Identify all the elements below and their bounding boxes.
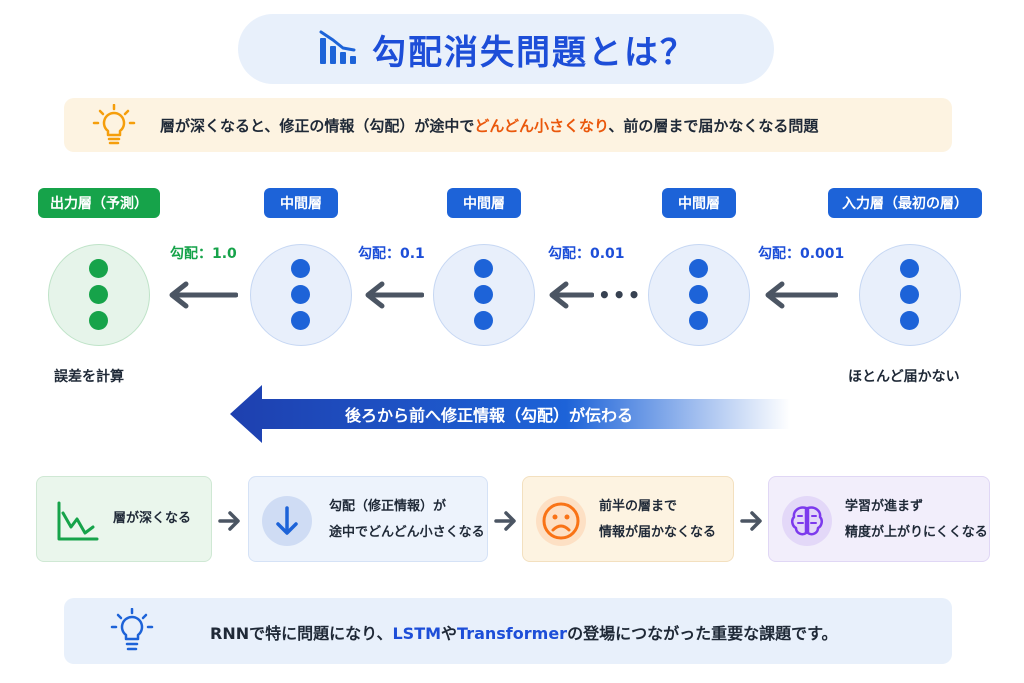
step-text: 途中でどんどん小さくなる — [329, 525, 485, 540]
neuron-dot — [689, 285, 708, 304]
neuron-dot — [900, 311, 919, 330]
neuron-dot — [474, 259, 493, 278]
badge-output-layer: 出力層（予測） — [38, 188, 160, 218]
hidden-layer-3-node — [648, 244, 750, 346]
ellipsis: ••• — [598, 283, 643, 307]
right-arrow-icon — [218, 511, 240, 531]
definition-text: 層が深くなると、修正の情報（勾配）が途中でどんどん小さくなり、前の層まで届かなく… — [160, 116, 819, 135]
bar-chart-icon — [316, 26, 358, 72]
left-arrow-icon — [169, 281, 238, 309]
step-text: 学習が進まず — [845, 499, 924, 514]
lightbulb-icon — [92, 103, 136, 150]
right-arrow-icon — [494, 511, 516, 531]
neuron-dot — [89, 259, 108, 278]
neuron-dot — [291, 285, 310, 304]
badge-hidden-layer-1: 中間層 — [264, 188, 338, 218]
neuron-dot — [474, 311, 493, 330]
badge-hidden-layer-3: 中間層 — [662, 188, 736, 218]
brain-icon — [781, 495, 833, 551]
neuron-dot — [291, 311, 310, 330]
input-layer-node — [859, 244, 961, 346]
neuron-dot — [900, 285, 919, 304]
declining-line-chart-icon — [55, 499, 99, 547]
definition-box: 層が深くなると、修正の情報（勾配）が途中でどんどん小さくなり、前の層まで届かなく… — [64, 98, 952, 152]
neuron-dot — [291, 259, 310, 278]
gradient-label-hidden-2: 勾配：0.01 — [548, 246, 625, 262]
output-layer-node — [48, 244, 150, 346]
neuron-dot — [689, 259, 708, 278]
step-box-shrinking-gradient: 勾配（修正情報）が 途中でどんどん小さくなる — [248, 476, 488, 562]
down-arrow-icon — [261, 495, 313, 551]
badge-input-layer: 入力層（最初の層） — [828, 188, 982, 218]
output-layer-caption: 誤差を計算 — [54, 369, 124, 385]
step-box-info-lost: 前半の層まで 情報が届かなくなる — [522, 476, 734, 562]
backprop-label: 後ろから前へ修正情報（勾配）が伝わる — [345, 406, 634, 425]
neuron-dot — [474, 285, 493, 304]
hidden-layer-2-node — [433, 244, 535, 346]
note-box: RNNで特に問題になり、LSTMやTransformerの登場につながった重要な… — [64, 598, 952, 664]
backprop-arrow — [230, 385, 790, 443]
page-title: 勾配消失問題とは？ — [372, 32, 696, 73]
lightbulb-icon — [110, 607, 154, 658]
gradient-label-hidden-1: 勾配：0.1 — [358, 246, 425, 262]
neuron-dot — [89, 311, 108, 330]
note-highlight-transformer: Transformer — [457, 624, 568, 643]
note-highlight-lstm: LSTM — [392, 624, 442, 643]
step-text: 精度が上がりにくくなる — [845, 525, 988, 540]
step-box-learning-stalls: 学習が進まず 精度が上がりにくくなる — [768, 476, 990, 562]
step-text: 情報が届かなくなる — [599, 525, 717, 540]
step-text: 層が深くなる — [113, 511, 192, 526]
step-text: 前半の層まで — [599, 499, 678, 514]
title-banner: 勾配消失問題とは？ — [238, 14, 774, 84]
gradient-label-output: 勾配：1.0 — [170, 246, 237, 262]
left-arrow-icon — [549, 281, 594, 309]
sad-face-icon — [535, 495, 587, 551]
right-arrow-icon — [740, 511, 762, 531]
left-arrow-icon — [765, 281, 838, 309]
neuron-dot — [89, 285, 108, 304]
definition-highlight: どんどん小さくなり — [474, 116, 609, 135]
step-text: 勾配（修正情報）が — [329, 499, 447, 514]
gradient-label-hidden-3: 勾配：0.001 — [758, 246, 845, 262]
step-box-deep-layers: 層が深くなる — [36, 476, 212, 562]
hidden-layer-1-node — [250, 244, 352, 346]
neuron-dot — [900, 259, 919, 278]
left-arrow-icon — [365, 281, 424, 309]
neuron-dot — [689, 311, 708, 330]
badge-hidden-layer-2: 中間層 — [447, 188, 521, 218]
note-text: RNNで特に問題になり、LSTMやTransformerの登場につながった重要な… — [210, 624, 838, 643]
input-layer-caption: ほとんど届かない — [848, 369, 960, 385]
